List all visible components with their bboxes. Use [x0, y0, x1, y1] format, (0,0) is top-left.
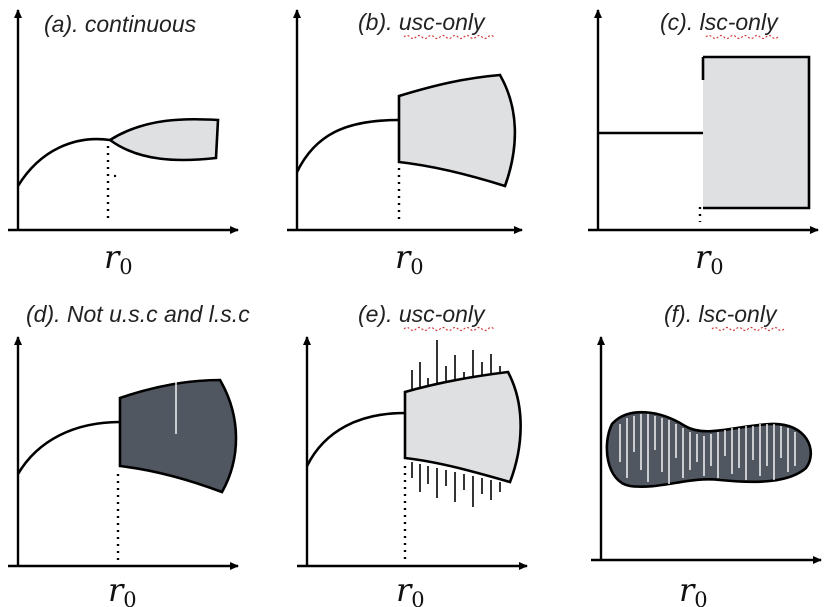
panel-a-dot: [113, 174, 117, 178]
panel-c-region: [703, 57, 809, 208]
panel-f-region: [605, 410, 812, 488]
panel-f-white-lines: [619, 414, 796, 484]
panel-a-curve: [16, 137, 111, 187]
panel-c: (c). lsc-only r0: [588, 9, 819, 279]
panel-c-spellcheck-underline: [705, 34, 779, 40]
panel-b: (b). usc-only r0: [287, 9, 523, 279]
panel-e-region: [403, 370, 522, 484]
panel-d-curve: [16, 420, 121, 475]
panel-f: (f). lsc-only: [591, 301, 822, 607]
panel-b-r0-label: r0: [395, 238, 424, 279]
panel-a: (a). continuous r0: [8, 9, 239, 279]
panel-d: (d). Not u.s.c and l.s.c r0: [8, 301, 250, 607]
panel-c-region-outline: [703, 55, 811, 210]
panel-d-caption: (d). Not u.s.c and l.s.c: [26, 301, 250, 327]
panel-e-caption: (e). usc-only: [358, 301, 486, 327]
panel-e-r0-label: r0: [396, 571, 425, 607]
panel-e-curve: [305, 411, 406, 467]
panel-d-r0-label: r0: [108, 571, 137, 607]
panel-b-caption: (b). usc-only: [358, 9, 486, 35]
panel-f-caption: (f). lsc-only: [664, 301, 778, 327]
panel-d-region: [118, 378, 238, 494]
panel-e: (e). usc-only: [297, 301, 528, 607]
panel-a-caption: (a). continuous: [44, 11, 197, 37]
panel-b-curve: [295, 118, 400, 173]
panel-e-spellcheck-underline: [403, 326, 495, 332]
panel-f-r0-label: r0: [679, 571, 708, 607]
panel-a-r0-label: r0: [104, 238, 133, 279]
panel-c-caption: (c). lsc-only: [660, 9, 779, 35]
panel-c-r0-label: r0: [695, 238, 724, 279]
panel-a-region: [107, 117, 220, 162]
panel-f-spellcheck-underline: [711, 326, 785, 332]
panel-b-spellcheck-underline: [403, 34, 495, 40]
panel-b-region: [397, 73, 517, 188]
